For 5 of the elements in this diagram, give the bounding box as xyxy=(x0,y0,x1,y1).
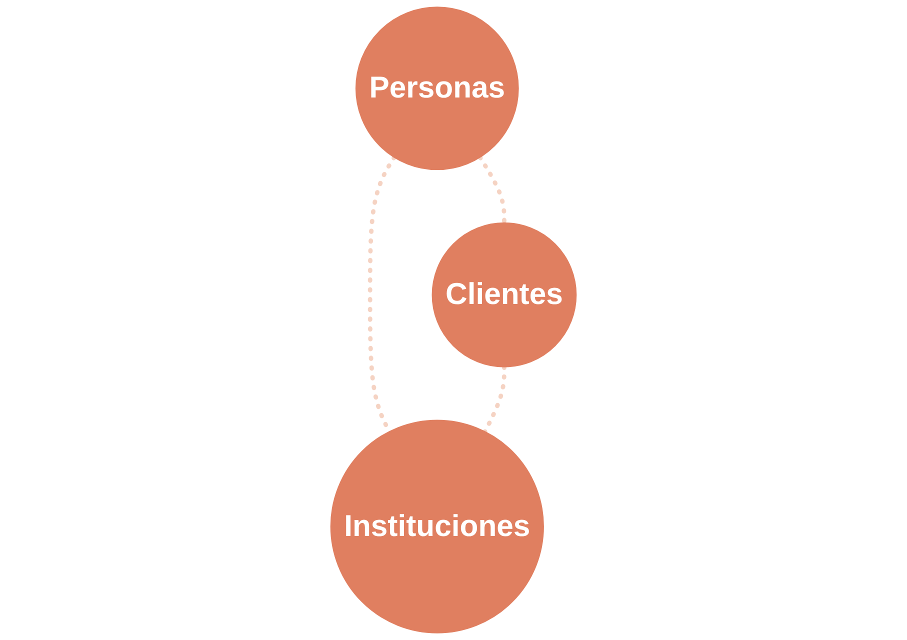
node-circle: Personas xyxy=(355,6,519,170)
node-circle: Instituciones xyxy=(330,420,544,634)
connector xyxy=(482,364,506,434)
connector xyxy=(478,155,506,226)
node-circle: Clientes xyxy=(432,222,577,368)
